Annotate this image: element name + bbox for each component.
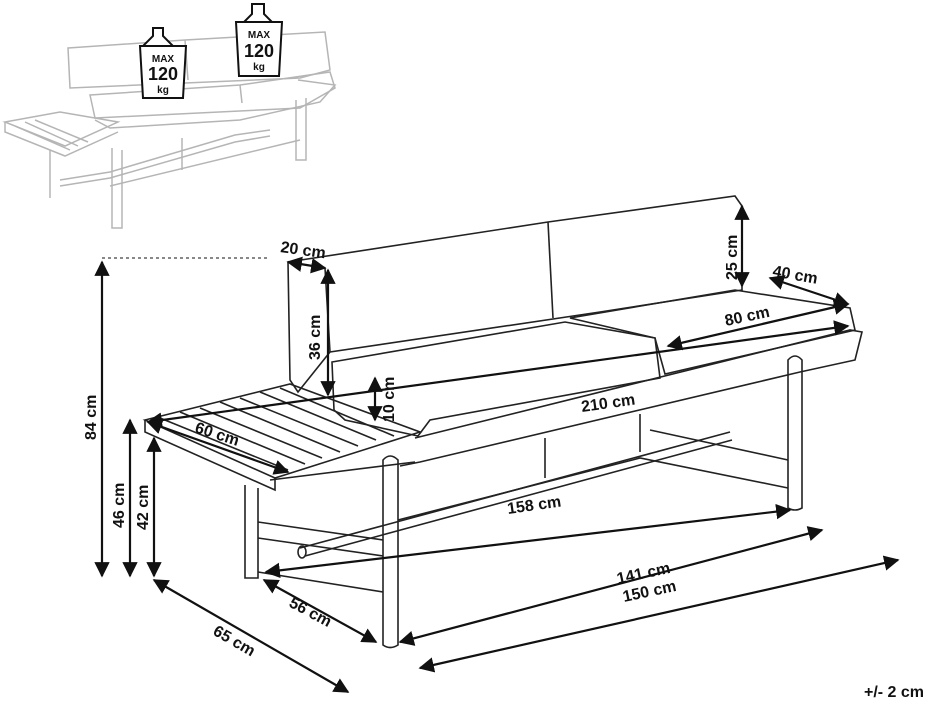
label-cushion-back-height: 36 cm	[307, 315, 324, 360]
badge-1-unit: kg	[157, 85, 169, 96]
weight-limit-badge: MAX 120 kg	[234, 3, 284, 77]
label-cushion-height: 10 cm	[381, 377, 398, 422]
tolerance-note: +/- 2 cm	[863, 684, 924, 701]
dim-line-150	[418, 555, 900, 673]
dim-line-210	[146, 320, 850, 428]
dim-line-20	[286, 256, 327, 274]
label-frame-length: 158 cm	[506, 494, 562, 518]
dimension-labels: 20 cm 25 cm 40 cm 80 cm 36 cm 10 cm 210 …	[83, 235, 819, 661]
side-table	[142, 383, 423, 479]
reference-sofa-illustration	[2, 31, 337, 229]
badge-1-value: 120	[148, 64, 178, 84]
rear-right-leg	[787, 355, 803, 511]
label-total-depth: 65 cm	[210, 623, 258, 660]
label-leg-depth: 56 cm	[286, 595, 334, 631]
label-seat-depth: 40 cm	[771, 263, 819, 288]
dimension-lines	[94, 204, 900, 693]
label-seat-width: 80 cm	[723, 304, 771, 330]
front-left-leg	[382, 455, 399, 649]
table-leg	[244, 485, 259, 579]
label-seat-height: 46 cm	[111, 483, 128, 528]
badge-2-unit: kg	[253, 62, 265, 73]
weight-limit-badge: MAX 120 kg	[138, 27, 188, 99]
label-back-depth: 20 cm	[279, 239, 326, 262]
badge-2-max: MAX	[248, 30, 271, 41]
label-table-height: 42 cm	[135, 485, 152, 530]
dim-line-158	[264, 503, 792, 579]
label-total-height: 84 cm	[83, 395, 100, 440]
main-sofa-drawing	[142, 195, 863, 649]
badge-2-value: 120	[244, 41, 274, 61]
dim-line-60	[146, 419, 290, 475]
badge-1-max: MAX	[152, 54, 175, 65]
backrest	[287, 195, 743, 394]
dim-line-65	[152, 579, 350, 693]
label-back-height: 25 cm	[724, 235, 741, 280]
